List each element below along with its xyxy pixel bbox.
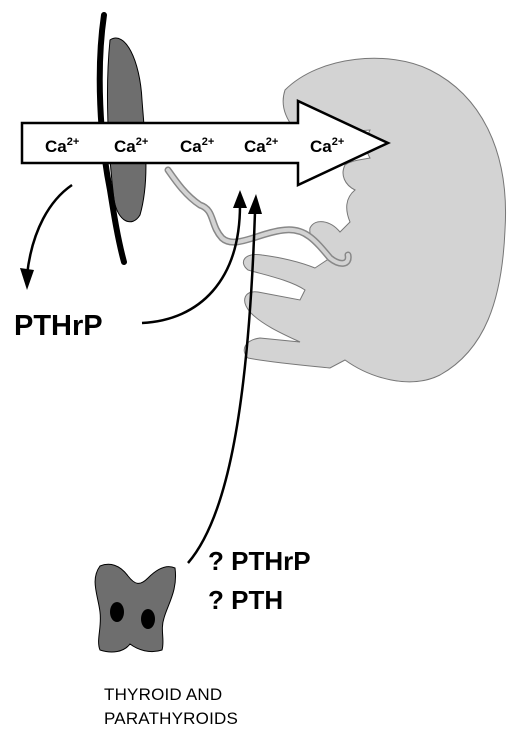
fetal-pthrp-label: ? PTHrP: [208, 546, 311, 576]
gland-caption-line-1: THYROID AND: [104, 683, 238, 707]
gland-caption: THYROID AND PARATHYROIDS: [104, 683, 238, 731]
parathyroid-left: [110, 602, 124, 622]
gland-caption-line-2: PARATHYROIDS: [104, 707, 238, 731]
placenta-to-mother-arrowhead: [20, 268, 34, 290]
placenta-pthrp-label: PTHrP: [14, 310, 103, 342]
thyroid-gland-illustration: [95, 564, 175, 652]
placenta-to-mother-arrow: [27, 185, 72, 275]
fetal-pth-label: ? PTH: [208, 585, 283, 615]
pthrp-to-transfer-arrow: [142, 205, 240, 323]
parathyroid-right: [141, 609, 155, 629]
gland-to-transfer-arrowhead: [248, 194, 262, 214]
fetus-illustration: [243, 58, 505, 381]
pthrp-to-transfer-arrowhead: [233, 190, 247, 208]
